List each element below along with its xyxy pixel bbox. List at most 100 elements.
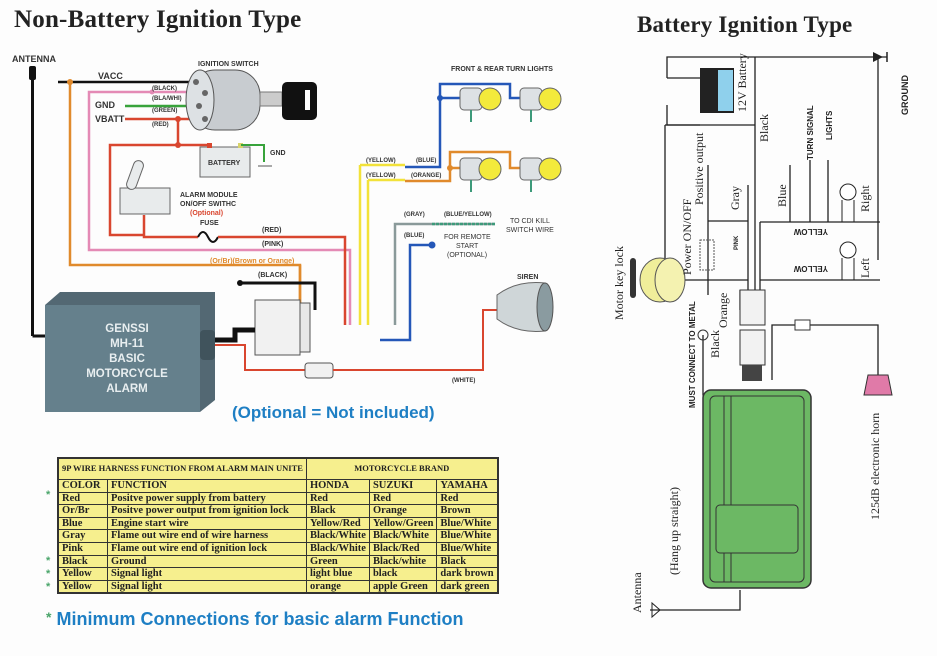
turn-signal-label-1: TURN SIGNAL: [806, 105, 815, 160]
alarm-switch-label-2: ON/OFF SWITHC: [180, 201, 236, 208]
wire-black-ground: [240, 281, 317, 310]
wire-black-label: (BLACK): [258, 272, 288, 279]
antenna-tip: [29, 66, 36, 80]
cell-color: Yellow: [57, 567, 109, 581]
right-alarm-module-icon: [702, 389, 812, 589]
cell-yamaha: Red: [436, 491, 499, 506]
gray-label: (GRAY): [404, 212, 425, 218]
blue-1-label: (BLUE): [416, 158, 437, 164]
cell-function: Positve power supply from battery: [107, 491, 307, 506]
col-yamaha: YAMAHA: [436, 479, 499, 493]
footnote-text: Minimum Connections for basic alarm Func…: [56, 609, 464, 629]
battery-gnd-label: GND: [270, 150, 286, 157]
battery-label: BATTERY: [208, 160, 241, 167]
power-switch-icon: [699, 239, 715, 271]
left-diagram-title: Non-Battery Ignition Type: [14, 6, 302, 33]
cell-color: Or/Br: [57, 504, 109, 518]
cell-yamaha: Blue/White: [436, 529, 499, 543]
minimum-star-icon: *: [46, 555, 51, 567]
ground-lug-icon: [697, 329, 709, 341]
table-title: 9P WIRE HARNESS FUNCTION FROM ALARM MAIN…: [57, 457, 307, 480]
alarm-module-label: GENSSI MH-11 BASIC MOTORCYCLE ALARM: [72, 322, 182, 397]
minimum-connections-note: * Minimum Connections for basic alarm Fu…: [46, 609, 464, 630]
cell-function: Signal light: [107, 567, 307, 581]
cell-color: Yellow: [57, 579, 109, 594]
cell-yamaha: Black: [436, 554, 499, 569]
cell-yamaha: dark brown: [436, 567, 499, 581]
motor-key-lock-icon: [630, 257, 686, 303]
minimum-star-icon: *: [46, 489, 51, 501]
gray-label: Gray: [728, 186, 742, 210]
blue-label: Blue: [775, 184, 789, 207]
turn-signal-label-2: LIGHTS: [825, 110, 834, 140]
positive-output-label: Positive output: [692, 132, 706, 205]
must-connect-metal-label: MUST CONNECT TO METAL: [688, 301, 697, 408]
cell-honda: Black: [305, 504, 370, 518]
wire-white-siren: [215, 344, 305, 371]
star-icon: *: [46, 609, 52, 625]
blue-2-label: (BLUE): [404, 233, 425, 239]
alarm-line-4: MOTORCYCLE: [86, 368, 168, 380]
cell-honda: Black/White: [305, 541, 370, 556]
cell-honda: Green: [305, 554, 370, 569]
cell-honda: light blue: [305, 567, 370, 581]
horn-icon: [863, 374, 893, 396]
cell-function: Signal light: [107, 579, 307, 594]
col-suzuki: SUZUKI: [368, 479, 438, 493]
optional-note: (Optional = Not included): [232, 403, 435, 422]
cell-suzuki: Black/white: [368, 554, 438, 569]
orange-label: Orange: [716, 292, 730, 328]
col-honda: HONDA: [305, 479, 370, 493]
hang-up-label: (Hang up straight): [667, 487, 681, 575]
cell-yamaha: dark green: [436, 579, 499, 594]
white-wire-label: (WHITE): [452, 378, 476, 384]
battery-icon: [199, 146, 251, 178]
cell-function: Flame out wire end of ignition lock: [107, 541, 307, 556]
cell-honda: orange: [305, 579, 370, 594]
turn-light-icon: [459, 87, 502, 122]
cell-suzuki: Red: [368, 491, 438, 506]
wire-blue-remote: [380, 243, 430, 342]
cell-yamaha: Blue/White: [436, 516, 499, 531]
alarm-onoff-switch-icon[interactable]: [119, 187, 171, 215]
power-onoff-label: Power ON/OFF: [680, 198, 694, 275]
alarm-model: MH-11: [110, 338, 144, 350]
cell-suzuki: Black/White: [368, 529, 438, 543]
yellow-2-label: (YELLOW): [366, 173, 396, 179]
cell-suzuki: Yellow/Green: [368, 516, 438, 531]
black-wire-label: (BLACK): [152, 86, 177, 92]
cell-function: Engine start wire: [107, 516, 307, 531]
black-label: Black: [757, 114, 771, 142]
wire-pink: [87, 90, 352, 325]
remote-label-2: START: [456, 243, 479, 250]
ignition-switch-label: IGNITION SWITCH: [198, 61, 259, 68]
wire-pink-label: (PINK): [262, 241, 284, 248]
col-function: FUNCTION: [107, 479, 307, 493]
antenna-label: ANTENNA: [12, 54, 56, 64]
minimum-star-icon: *: [46, 568, 51, 581]
cell-yamaha: Blue/White: [436, 541, 499, 556]
optional-label: (Optional): [190, 210, 224, 217]
alarm-switch-label-1: ALARM MODULE: [180, 192, 238, 199]
black-ground-label: Black: [708, 330, 722, 358]
yellow-1-label: YELLOW: [793, 227, 828, 236]
brand-header: MOTORCYCLE BRAND: [305, 457, 499, 480]
harness-function-table: 9P WIRE HARNESS FUNCTION FROM ALARM MAIN…: [57, 457, 499, 595]
cell-color: Red: [57, 491, 109, 506]
motor-key-lock-label: Motor key lock: [612, 246, 626, 320]
alarm-line-3: BASIC: [109, 353, 145, 365]
cell-color: Black: [57, 554, 109, 569]
cdi-label-2: SWITCH WIRE: [506, 227, 554, 234]
harness-connector-icon: [254, 299, 301, 356]
cell-function: Ground: [107, 554, 307, 569]
yellow-2-label: YELLOW: [793, 264, 828, 273]
wire-red-label: (RED): [262, 227, 282, 234]
gnd-label: GND: [95, 100, 115, 110]
cell-color: Blue: [57, 516, 109, 531]
orange-label: (ORANGE): [411, 173, 442, 179]
turn-light-icon: [519, 157, 562, 192]
